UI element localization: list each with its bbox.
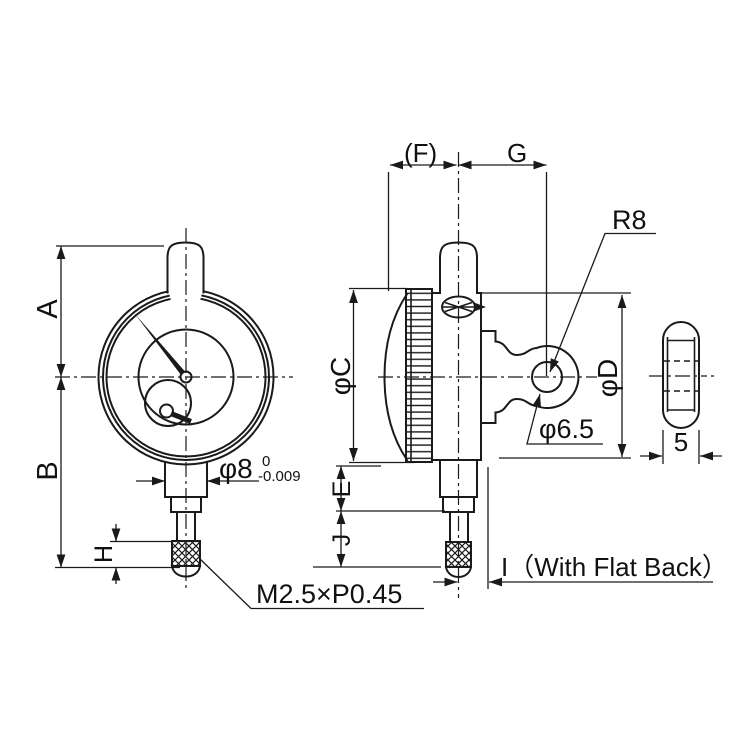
adjuster-arrow: [474, 302, 486, 312]
bezel-knurl-band: [405, 288, 433, 463]
stem-diameter-label: φ8: [219, 453, 253, 484]
dimension-e-j: E J: [313, 465, 445, 568]
dimension-phi-d: φD: [480, 292, 631, 459]
stem-tolerance-upper: 0: [262, 453, 270, 470]
dimension-f-g: (F) G: [387, 138, 548, 376]
dimension-a-b: A B: [32, 245, 180, 569]
dimension-stem-diameter: φ8 0 -0.009: [136, 453, 301, 486]
lug-radius-callout: R8: [549, 205, 656, 373]
lug-hole-callout: φ6.5: [526, 393, 603, 445]
dim-a-label: A: [32, 299, 64, 319]
stem-tolerance-lower: -0.009: [258, 468, 301, 485]
revolution-counter-dial: [144, 379, 192, 427]
front-view: A B H φ8 0 -0.009 M2.5×P0.45: [32, 228, 424, 610]
lug-hole-diameter-label: φ6.5: [539, 414, 594, 444]
dimension-phi-c: φC: [325, 287, 414, 464]
dim-h-label: H: [90, 545, 118, 563]
dimension-h: H: [90, 524, 199, 584]
body-diameter-label: φD: [592, 359, 623, 397]
bezel-diameter-label: φC: [325, 357, 356, 395]
dim-f-label: (F): [404, 138, 437, 168]
lug-width-label: 5: [674, 427, 688, 457]
thread-spec-label: M2.5×P0.45: [256, 579, 402, 609]
dim-g-label: G: [507, 138, 527, 168]
lug-radius-label: R8: [612, 205, 647, 235]
dim-j-label: J: [328, 534, 356, 547]
dimension-lug-width: 5: [640, 427, 722, 464]
flat-back-dim-label: I（With Flat Back）: [501, 552, 728, 582]
side-view: (F) G R8 φC φD φ6.5: [313, 138, 728, 598]
dimension-i-flat-back: I（With Flat Back）: [433, 467, 728, 589]
pointer-needle: [135, 314, 189, 379]
dim-b-label: B: [32, 461, 64, 480]
back-plate: [480, 330, 497, 424]
lug-edge-view: 5: [640, 321, 722, 464]
lug-edge-outline: [662, 321, 700, 429]
dial-face: [135, 314, 235, 427]
dim-e-label: E: [328, 481, 356, 498]
counter-hub: [159, 403, 174, 419]
thread-spec-callout: M2.5×P0.45: [198, 557, 424, 610]
counter-pointer: [170, 411, 192, 424]
